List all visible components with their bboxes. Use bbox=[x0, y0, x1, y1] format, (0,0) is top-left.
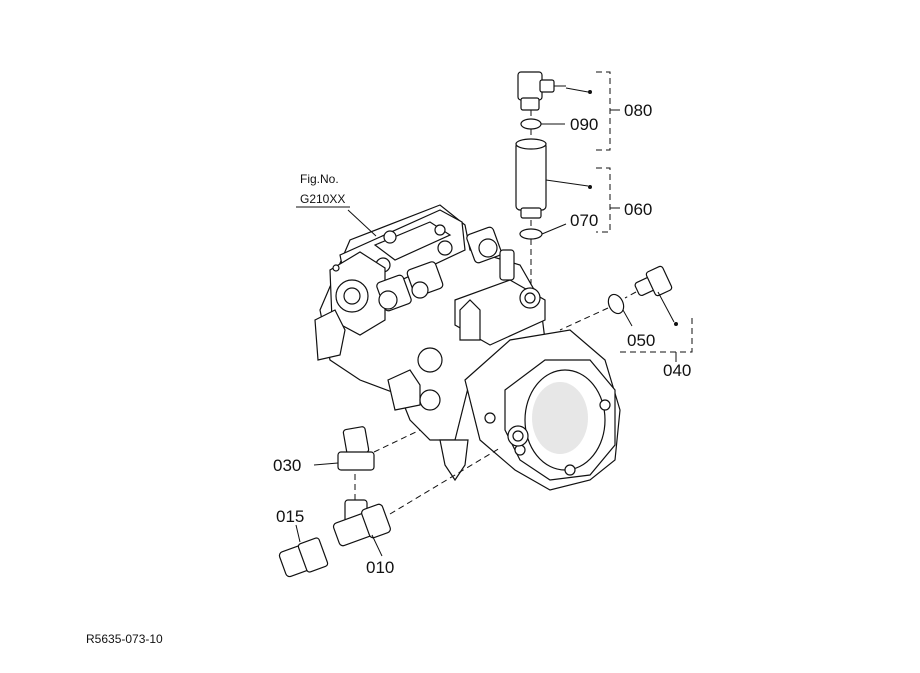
part-090-o-ring bbox=[520, 118, 542, 130]
callout-090: 090 bbox=[570, 115, 598, 134]
callout-030: 030 bbox=[273, 456, 301, 475]
part-080-elbow-connector bbox=[517, 71, 566, 111]
part-050-o-ring bbox=[607, 293, 625, 315]
figure-ref-line1: Fig.No. bbox=[300, 172, 339, 186]
part-030-fitting bbox=[337, 426, 375, 471]
part-070-o-ring bbox=[519, 228, 543, 240]
callout-050: 050 bbox=[627, 331, 655, 350]
part-010-tee-fitting bbox=[332, 499, 391, 547]
part-040-elbow-fitting bbox=[634, 265, 673, 297]
part-060-cylinder bbox=[515, 138, 547, 219]
callout-015: 015 bbox=[276, 507, 304, 526]
callout-060: 060 bbox=[624, 200, 652, 219]
drawing-number: R5635-073-10 bbox=[86, 632, 163, 646]
exploded-view-lines bbox=[354, 110, 637, 515]
hydraulic-pump-assembly bbox=[314, 204, 546, 482]
callout-brackets bbox=[596, 71, 693, 362]
gear-pump bbox=[464, 329, 621, 491]
callout-010: 010 bbox=[366, 558, 394, 577]
leader-lines bbox=[295, 87, 678, 557]
figure-ref-line2: G210XX bbox=[300, 192, 345, 206]
callout-labels: 080 090 060 070 050 040 030 015 010 bbox=[273, 101, 691, 577]
callout-080: 080 bbox=[624, 101, 652, 120]
callout-040: 040 bbox=[663, 361, 691, 380]
part-015-adapter bbox=[278, 537, 329, 578]
callout-070: 070 bbox=[570, 211, 598, 230]
